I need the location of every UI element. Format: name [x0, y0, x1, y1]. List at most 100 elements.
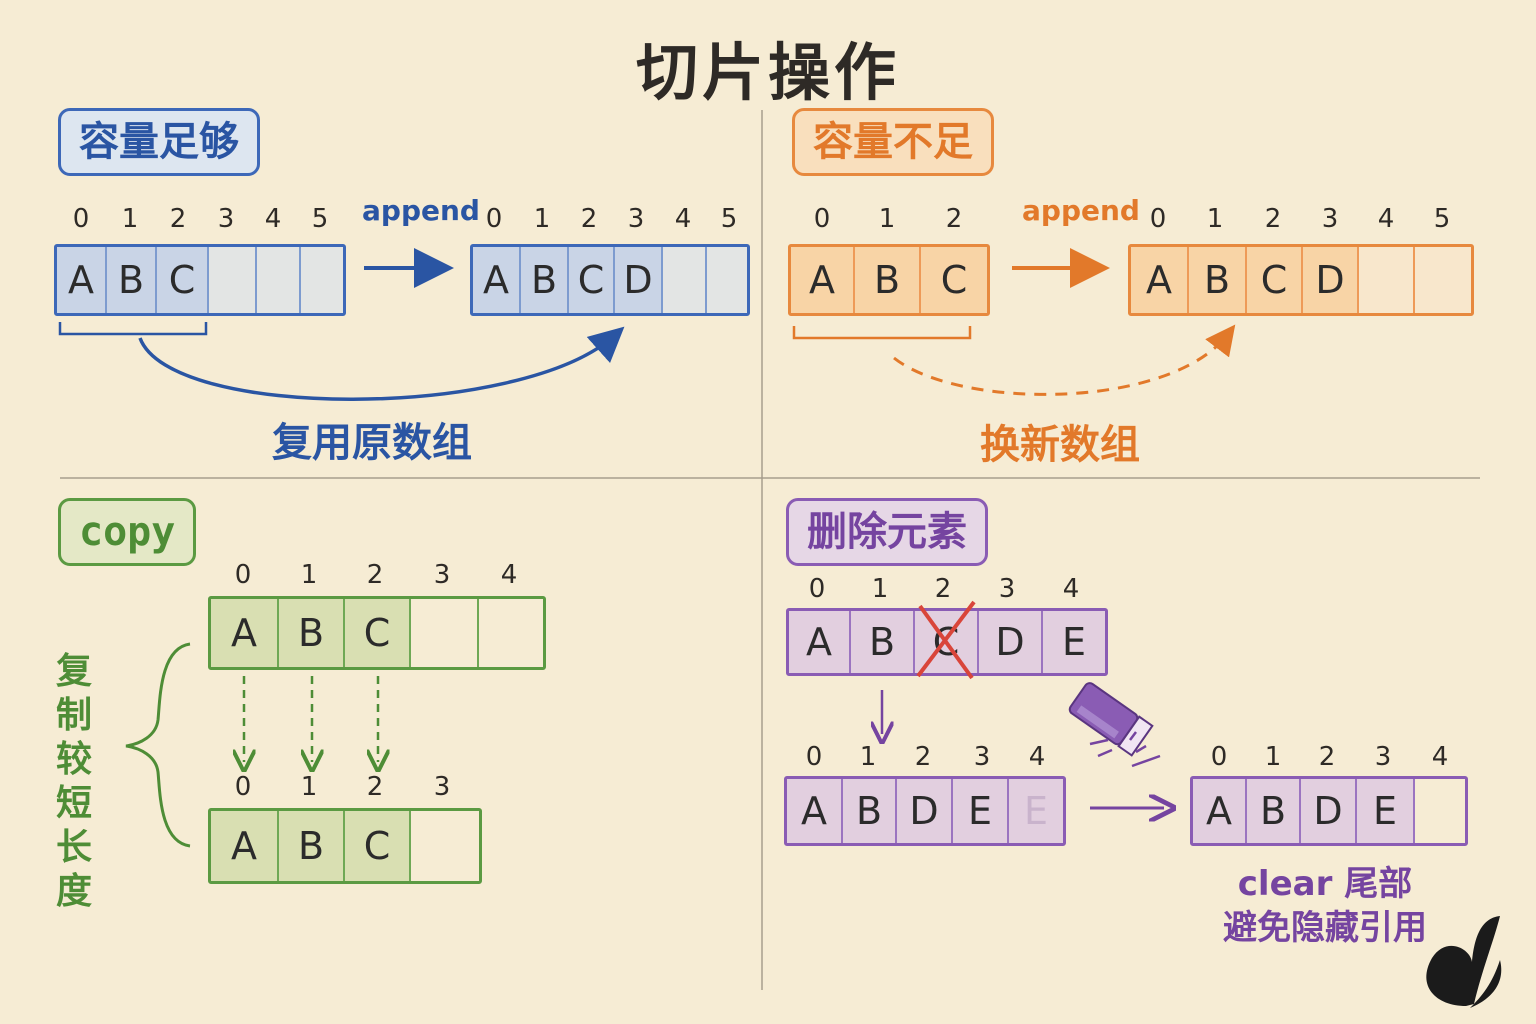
array-cell: D — [979, 611, 1043, 673]
index-label: 4 — [500, 560, 518, 590]
index-label: 4 — [1431, 742, 1449, 772]
array-cell: A — [57, 247, 107, 313]
index-label: 0 — [808, 574, 826, 604]
append-label: append — [1022, 194, 1140, 227]
caption-text: 复制较短长度 — [55, 651, 92, 912]
array-cell — [1415, 247, 1471, 313]
index-label: 1 — [859, 742, 877, 772]
insufficient-before-array: A B C — [788, 244, 990, 316]
index-label: 0 — [234, 560, 252, 590]
append-label: append — [362, 194, 480, 227]
index-label: 4 — [674, 204, 692, 234]
copy-dst-indices: 0 1 2 3 — [210, 772, 476, 802]
array-cell: A — [791, 247, 855, 313]
array-cell — [411, 811, 479, 881]
new-array-dashed-arrow — [893, 324, 1236, 396]
array-cell — [209, 247, 257, 313]
index-label: 0 — [813, 204, 831, 234]
delete-row2-array: A B D E E — [784, 776, 1066, 846]
index-label: 1 — [1206, 204, 1224, 234]
tag-capacity-sufficient: 容量足够 — [58, 108, 260, 176]
array-cell: A — [1193, 779, 1247, 843]
index-label: 1 — [121, 204, 139, 234]
index-label: 3 — [433, 772, 451, 802]
index-label: 0 — [72, 204, 90, 234]
array-cell: B — [843, 779, 897, 843]
array-cell: E — [1043, 611, 1105, 673]
index-label: 2 — [945, 204, 963, 234]
delete-row3-indices: 0 1 2 3 4 — [1192, 742, 1468, 772]
index-label: 4 — [264, 204, 282, 234]
index-label: 0 — [1210, 742, 1228, 772]
array-cell: D — [897, 779, 953, 843]
index-label: 3 — [998, 574, 1016, 604]
index-label: 2 — [366, 560, 384, 590]
index-label: 3 — [217, 204, 235, 234]
array-cell: D — [615, 247, 663, 313]
array-cell: A — [787, 779, 843, 843]
index-label: 3 — [973, 742, 991, 772]
array-cell: C — [1247, 247, 1303, 313]
index-label: 3 — [1374, 742, 1392, 772]
array-cell — [257, 247, 301, 313]
array-cell-stale: E — [1009, 779, 1063, 843]
index-label: 1 — [871, 574, 889, 604]
array-cell: B — [107, 247, 157, 313]
page-title: 切片操作 — [635, 36, 900, 109]
index-label: 1 — [533, 204, 551, 234]
array-cell: A — [789, 611, 851, 673]
note-line: clear 尾部 — [1237, 864, 1413, 904]
array-cell: A — [1131, 247, 1189, 313]
array-cell: C — [157, 247, 209, 313]
index-label: 3 — [433, 560, 451, 590]
array-cell: A — [211, 599, 279, 667]
array-cell — [1415, 779, 1465, 843]
index-label: 0 — [1149, 204, 1167, 234]
array-cell: C — [345, 811, 411, 881]
index-label: 5 — [720, 204, 738, 234]
index-label: 3 — [1321, 204, 1339, 234]
index-label: 2 — [914, 742, 932, 772]
index-label: 1 — [878, 204, 896, 234]
caption-copy-shorter-length: 复制较短长度 — [52, 650, 96, 914]
array-cell — [707, 247, 747, 313]
index-label: 2 — [366, 772, 384, 802]
array-cell — [663, 247, 707, 313]
array-cell: C — [569, 247, 615, 313]
tag-capacity-insufficient: 容量不足 — [792, 108, 994, 176]
array-cell: E — [953, 779, 1009, 843]
index-label: 0 — [805, 742, 823, 772]
tag-copy: copy — [58, 498, 197, 566]
sufficient-before-indices: 0 1 2 3 4 5 — [56, 204, 344, 234]
array-cell: C — [921, 247, 987, 313]
array-cell: B — [1189, 247, 1247, 313]
array-cell: B — [851, 611, 915, 673]
array-cell: B — [855, 247, 921, 313]
delete-row1-indices: 0 1 2 3 4 — [786, 574, 1102, 604]
index-label: 2 — [580, 204, 598, 234]
eraser-dust — [1089, 731, 1161, 768]
sufficient-before-array: A B C — [54, 244, 346, 316]
array-cell: D — [1301, 779, 1357, 843]
index-label: 0 — [234, 772, 252, 802]
index-label: 4 — [1028, 742, 1046, 772]
delete-row1-array: A B C D E — [786, 608, 1108, 676]
delete-row2-indices: 0 1 2 3 4 — [786, 742, 1062, 772]
note-clear-tail: clear 尾部 避免隐藏引用 — [1180, 862, 1470, 950]
copy-src-indices: 0 1 2 3 4 — [210, 560, 542, 590]
array-cell: A — [473, 247, 521, 313]
curly-brace — [125, 642, 191, 848]
butterfly-logo-icon — [1426, 916, 1502, 1008]
array-cell: A — [211, 811, 279, 881]
insufficient-after-array: A B C D — [1128, 244, 1474, 316]
index-label: 5 — [311, 204, 329, 234]
index-label: 2 — [934, 574, 952, 604]
index-label: 1 — [300, 772, 318, 802]
index-label: 4 — [1062, 574, 1080, 604]
array-cell: B — [521, 247, 569, 313]
reuse-bracket — [58, 322, 208, 336]
caption-new-array: 换新数组 — [980, 422, 1140, 468]
index-label: 0 — [485, 204, 503, 234]
